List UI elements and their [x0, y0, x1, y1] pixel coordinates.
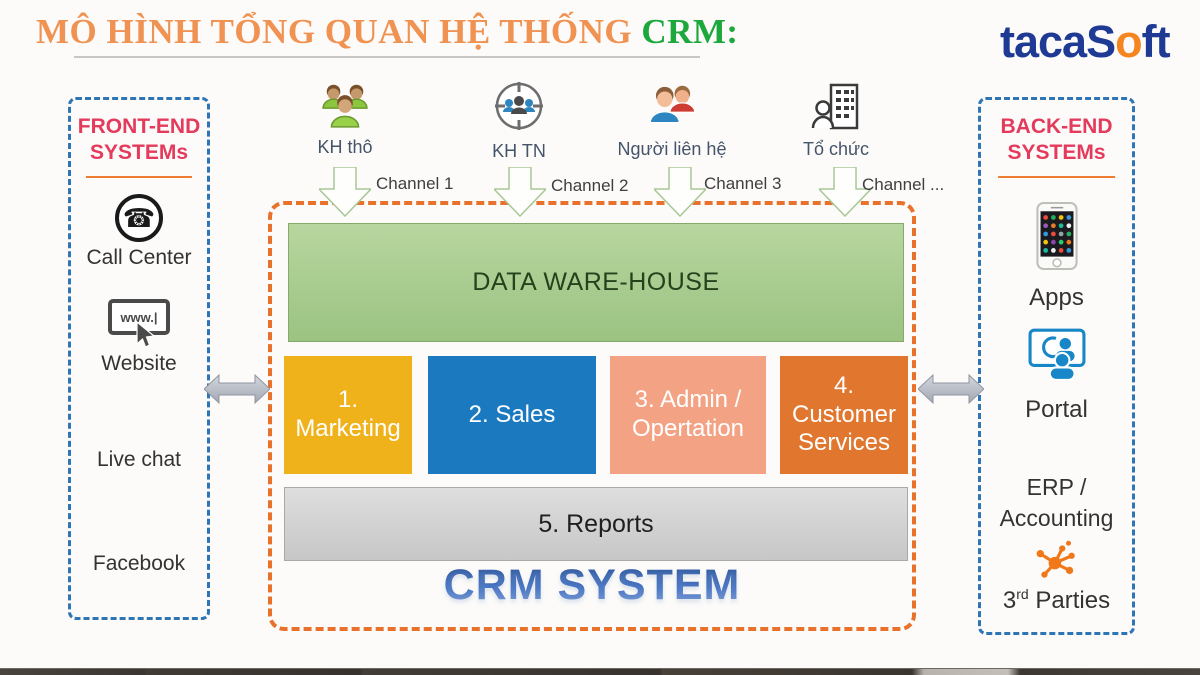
front-end-item-website: Website [101, 352, 177, 375]
source-label: KH thô [317, 137, 373, 157]
back-end-heading-line2: SYSTEMs [1007, 141, 1106, 165]
right-sync-arrow-icon [918, 373, 984, 405]
logo: tacaSoft [1000, 16, 1171, 68]
apps-icon [1035, 202, 1078, 275]
third-parties-icon [1034, 540, 1080, 587]
down-arrow-icon [819, 167, 871, 217]
target-customers-icon [495, 82, 543, 130]
customers-group-icon [322, 84, 368, 128]
down-arrow-icon [319, 167, 371, 217]
module-marketing-box: 1. Marketing [284, 356, 412, 474]
source-kh-tn: KH TN [449, 80, 589, 162]
source-label: Người liên hệ [617, 139, 727, 159]
front-end-item-live-chat: Live chat [96, 448, 182, 471]
back-end-item-third-parties: 3rd Parties [981, 586, 1132, 615]
data-warehouse-box: DATA WARE-HOUSE [288, 223, 904, 342]
back-end-item-erp: ERP / Accounting [981, 472, 1132, 534]
call-center-icon: ☎ [115, 194, 163, 242]
source-label: KH TN [492, 141, 546, 161]
svg-text:www.|: www.| [119, 310, 157, 325]
front-end-heading-line1: FRONT-END [77, 115, 201, 138]
logo-prefix: tacaS [1000, 16, 1116, 67]
front-end-panel: FRONT-END SYSTEMs ☎ Call Center www.| We… [68, 97, 210, 620]
page-title: MÔ HÌNH TỔNG QUAN HỆ THỐNG CRM: [36, 12, 739, 52]
module-sales-box: 2. Sales [428, 356, 596, 474]
reports-box: 5. Reports [284, 487, 908, 561]
front-end-heading-line2: SYSTEMs [89, 141, 189, 165]
down-arrow-icon [654, 167, 706, 217]
website-icon: www.| [107, 298, 171, 355]
third-parties-sup: rd [1016, 586, 1029, 602]
channel-label: Channel 1 [376, 174, 454, 193]
title-underline [74, 56, 700, 58]
third-parties-num: 3 [1002, 587, 1017, 614]
front-end-item-call-center: Call Center [86, 246, 192, 269]
third-parties-rest: Parties [1028, 587, 1111, 614]
page-title-highlight: CRM: [641, 12, 739, 51]
front-end-heading-underline [85, 176, 193, 178]
front-end-heading: FRONT-END SYSTEMs [71, 114, 207, 167]
channel-label: Channel ... [862, 175, 945, 194]
logo-suffix: ft [1141, 16, 1171, 67]
back-end-heading: BACK-END SYSTEMs [981, 114, 1132, 167]
back-end-panel: BACK-END SYSTEMs Apps [978, 97, 1135, 635]
source-label: Tổ chức [802, 139, 870, 159]
erp-label-line1: ERP / [1026, 474, 1087, 500]
module-admin-operation-box: 3. Admin / Opertation [610, 356, 766, 474]
bottom-bar [0, 668, 1200, 675]
back-end-item-portal: Portal [1025, 396, 1088, 423]
front-end-item-facebook: Facebook [92, 552, 186, 575]
back-end-heading-underline [997, 176, 1116, 178]
left-sync-arrow-icon [204, 373, 270, 405]
back-end-item-apps: Apps [1029, 284, 1084, 311]
back-end-heading-line1: BACK-END [1000, 115, 1113, 138]
channel-label: Channel 2 [551, 176, 629, 195]
logo-accent: o [1115, 16, 1142, 67]
crm-system-box: DATA WARE-HOUSE 1. Marketing 2. Sales 3.… [268, 201, 916, 631]
portal-icon [1028, 328, 1086, 385]
module-customer-services-box: 4. Customer Services [780, 356, 908, 474]
channel-label: Channel 3 [704, 174, 782, 193]
crm-system-title: CRM SYSTEM [272, 561, 912, 610]
source-kh-tho: KH thô [275, 82, 415, 158]
erp-label-line2: Accounting [999, 505, 1114, 532]
contacts-icon [649, 85, 696, 124]
source-to-chuc: Tổ chức [766, 82, 906, 160]
source-nguoi-lien-he: Người liên hệ [602, 82, 742, 160]
page-title-text: MÔ HÌNH TỔNG QUAN HỆ THỐNG [36, 12, 633, 51]
down-arrow-icon [494, 167, 546, 217]
organization-icon [811, 83, 859, 130]
